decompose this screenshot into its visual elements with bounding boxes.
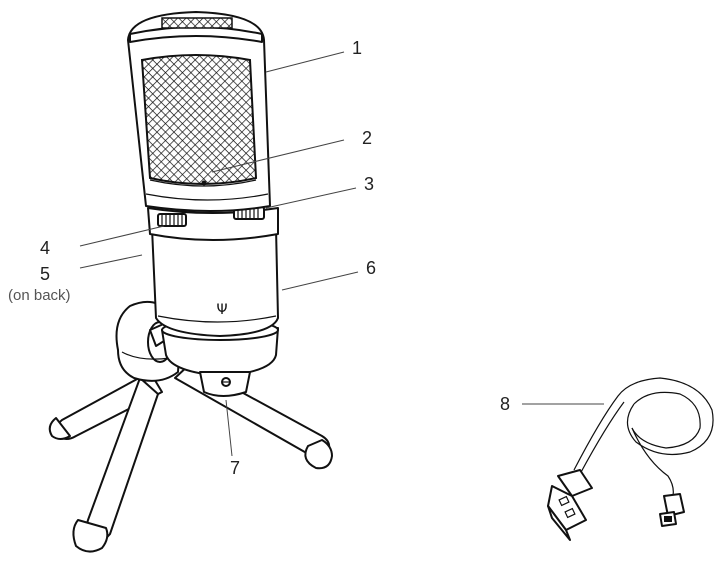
callout-5-note: (on back): [8, 287, 71, 304]
mic-head: [127, 11, 271, 212]
leader-1: [265, 51, 345, 73]
callout-1: 1: [352, 38, 362, 58]
usb-cable-illustration: [547, 377, 714, 541]
callout-2: 2: [362, 128, 372, 148]
callout-7: 7: [230, 458, 240, 478]
leader-4: [79, 225, 165, 247]
usb-symbol: Ψ: [216, 302, 227, 318]
leader-lines: [79, 51, 604, 457]
usb-a-plug: [547, 469, 593, 541]
callout-3: 3: [364, 174, 374, 194]
status-led: [201, 180, 207, 186]
leader-5: [79, 254, 143, 269]
callout-5: 5: [40, 264, 50, 284]
leader-3: [265, 187, 357, 209]
leader-2: [211, 139, 345, 173]
tripod-stand: [48, 363, 333, 553]
callout-4: 4: [40, 238, 50, 258]
callout-8: 8: [500, 394, 510, 414]
mic-body: Ψ: [151, 227, 279, 337]
leader-7: [225, 399, 233, 457]
dial-left: [157, 213, 187, 227]
callout-6: 6: [366, 258, 376, 278]
usb-mini-plug: [659, 493, 685, 527]
callout-labels: 1 2 3 4 5 (on back) 6 7 8: [8, 38, 510, 478]
leader-6: [281, 271, 359, 291]
microphone-illustration: Ψ: [48, 11, 333, 553]
